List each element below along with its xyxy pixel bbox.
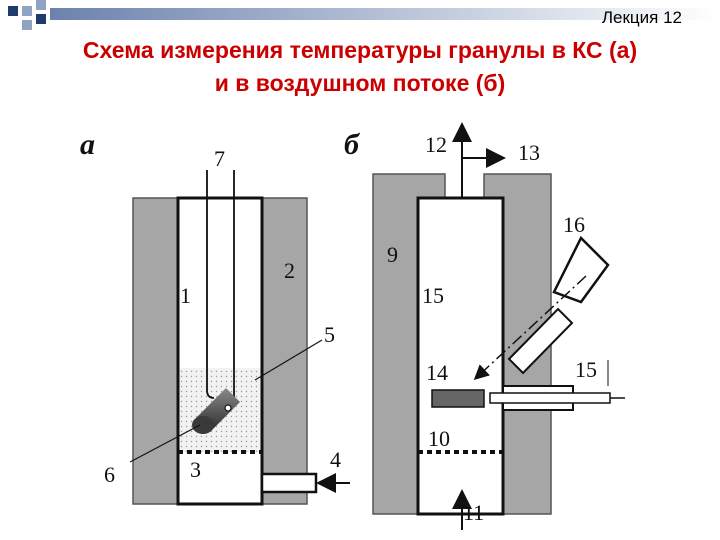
granule-cylinder bbox=[192, 388, 240, 434]
wall-left-a bbox=[132, 197, 179, 505]
column-b bbox=[416, 196, 505, 516]
diagram-a-letter: а bbox=[80, 128, 95, 161]
pyrometer-tube bbox=[507, 307, 574, 375]
label-14: 14 bbox=[426, 360, 448, 385]
label-11: 11 bbox=[463, 500, 484, 525]
decor-square bbox=[8, 6, 18, 16]
decor-square bbox=[36, 0, 46, 10]
granule-sample-b bbox=[431, 389, 485, 408]
header-bar bbox=[50, 8, 720, 20]
diagram-b-letter: б bbox=[344, 128, 360, 161]
slide-title: Схема измерения температуры гранулы в КС… bbox=[0, 34, 720, 100]
title-line-2: и в воздушном потоке (б) bbox=[214, 70, 506, 96]
label-3: 3 bbox=[190, 457, 201, 482]
leader-line-5 bbox=[254, 339, 323, 381]
label-6: 6 bbox=[104, 462, 115, 487]
label-15-column: 15 bbox=[422, 283, 444, 308]
wall-left-b bbox=[372, 173, 446, 515]
decor-square bbox=[22, 20, 32, 30]
pyrometer-head bbox=[552, 235, 610, 304]
label-1: 1 bbox=[180, 283, 191, 308]
label-5: 5 bbox=[324, 322, 335, 347]
diagram-b bbox=[372, 122, 625, 530]
probe-rod bbox=[489, 392, 611, 404]
decor-square bbox=[36, 14, 46, 24]
label-2: 2 bbox=[284, 258, 295, 283]
title-line-1: Схема измерения температуры гранулы в КС… bbox=[82, 37, 638, 63]
label-16: 16 bbox=[563, 212, 585, 237]
wall-right-a bbox=[261, 197, 308, 505]
header-decoration bbox=[8, 0, 720, 30]
label-12: 12 bbox=[425, 132, 447, 157]
label-10: 10 bbox=[428, 426, 450, 451]
inlet-pipe-a bbox=[260, 472, 318, 494]
leader-line-6 bbox=[129, 424, 201, 463]
column-a bbox=[176, 196, 264, 506]
lecture-label: Лекция 12 bbox=[601, 8, 682, 27]
label-7: 7 bbox=[214, 146, 225, 171]
label-15-probe: 15 bbox=[575, 357, 597, 382]
diagram-a bbox=[129, 170, 350, 506]
label-9: 9 bbox=[387, 242, 398, 267]
decor-square bbox=[22, 6, 32, 16]
sight-line bbox=[473, 275, 587, 381]
label-13: 13 bbox=[518, 140, 540, 165]
label-4: 4 bbox=[330, 447, 341, 472]
